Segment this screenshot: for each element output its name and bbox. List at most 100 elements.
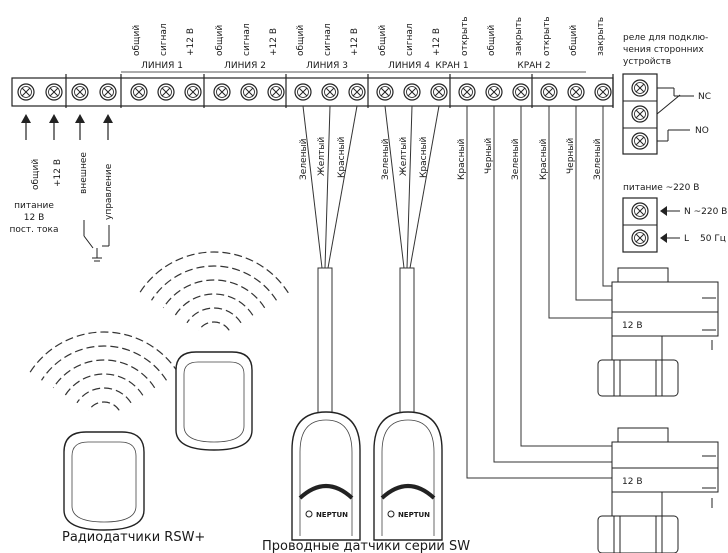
radio-wave bbox=[139, 251, 289, 294]
wire-label: Красный bbox=[457, 138, 467, 180]
group-name-liniya3: ЛИНИЯ 3 bbox=[306, 61, 348, 71]
group-name-liniya1: ЛИНИЯ 1 bbox=[141, 61, 183, 71]
valve-label: 12 В bbox=[622, 321, 643, 331]
terminal-label: закрыть bbox=[514, 17, 524, 56]
terminal-label: закрыть bbox=[596, 17, 606, 56]
radio-wave bbox=[174, 293, 254, 316]
wired-sensor-2: NEPTUN bbox=[373, 267, 443, 541]
radio-wave bbox=[29, 331, 179, 374]
relay-title-line: устройств bbox=[623, 57, 671, 67]
screw-icon bbox=[631, 79, 649, 97]
radio-wave bbox=[64, 373, 144, 396]
terminal-label: общий bbox=[569, 25, 579, 56]
wire-label: Зеленый bbox=[381, 138, 391, 180]
radio-sensors-caption: Радиодатчики RSW+ bbox=[62, 530, 205, 545]
screw-icon bbox=[294, 83, 312, 101]
wire-label: Желтый bbox=[399, 137, 409, 176]
input-label-vneshnee: внешнее bbox=[79, 152, 89, 194]
screw-icon bbox=[45, 83, 63, 101]
radio-wave bbox=[162, 279, 266, 309]
screw-icon bbox=[71, 83, 89, 101]
screw-icon bbox=[213, 83, 231, 101]
power-12v-line: пост. тока bbox=[9, 225, 58, 235]
power-12v-line: питание bbox=[14, 201, 54, 211]
screw-icon bbox=[348, 83, 366, 101]
wired-sensor-1: NEPTUN bbox=[291, 267, 361, 541]
relay-title-line: реле для подклю- bbox=[623, 33, 708, 43]
wire-label: Красный bbox=[539, 138, 549, 180]
power-12v-line: 12 В bbox=[24, 213, 45, 223]
terminal-label: +12 В bbox=[350, 28, 360, 56]
relay-no-label: NO bbox=[695, 126, 709, 136]
terminal-label: сигнал bbox=[242, 23, 252, 56]
arrow-up-icon bbox=[49, 114, 59, 140]
terminal-label: общий bbox=[215, 25, 225, 56]
screw-icon bbox=[631, 229, 649, 247]
valve-kran2: 12 В bbox=[597, 267, 719, 397]
terminal-strip bbox=[11, 71, 614, 108]
arrow-up-icon bbox=[21, 114, 31, 140]
radio-wave bbox=[198, 321, 230, 331]
radio-wave bbox=[88, 401, 120, 411]
radio-wave bbox=[151, 265, 277, 301]
relay-nc-label: NC bbox=[698, 92, 711, 102]
valve-label: 12 В bbox=[622, 477, 643, 487]
screw-icon bbox=[631, 105, 649, 123]
valve-kran1: 12 В bbox=[597, 427, 719, 553]
screw-icon bbox=[376, 83, 394, 101]
arrow-up-icon bbox=[75, 114, 85, 140]
screw-icon bbox=[567, 83, 585, 101]
radio-sensor-2 bbox=[63, 431, 145, 531]
terminal-label: +12 В bbox=[432, 28, 442, 56]
screw-icon bbox=[321, 83, 339, 101]
screw-icon bbox=[157, 83, 175, 101]
power-220-block: питание ~220 В N ~220 В L 50 Гц bbox=[622, 183, 727, 253]
wire-label: Черный bbox=[484, 138, 494, 174]
wire-label: Красный bbox=[337, 136, 347, 178]
screw-icon bbox=[430, 83, 448, 101]
group-name-liniya4: ЛИНИЯ 4 bbox=[388, 61, 430, 71]
screw-icon bbox=[540, 83, 558, 101]
terminal-label: сигнал bbox=[405, 23, 415, 56]
sensor-brand: NEPTUN bbox=[316, 511, 348, 519]
wires bbox=[302, 105, 612, 479]
wire-labels: Зеленый Желтый Красный Зеленый Желтый Кр… bbox=[299, 136, 603, 180]
terminal-label: +12 В bbox=[186, 28, 196, 56]
wired-sensors-caption: Проводные датчики серии SW bbox=[262, 539, 470, 553]
relay-title-line: чения сторонних bbox=[623, 45, 704, 55]
wire-label: Зеленый bbox=[511, 138, 521, 180]
terminal-label: сигнал bbox=[159, 23, 169, 56]
wire-label: Красный bbox=[419, 136, 429, 178]
input-label-plus12: +12 В bbox=[53, 159, 63, 187]
screw-icon bbox=[512, 83, 530, 101]
group-name-kran1: КРАН 1 bbox=[435, 61, 468, 71]
relay-block: реле для подклю- чения сторонних устройс… bbox=[622, 33, 711, 155]
terminal-label: открыть bbox=[460, 16, 470, 56]
group-names: ЛИНИЯ 1 ЛИНИЯ 2 ЛИНИЯ 3 ЛИНИЯ 4 КРАН 1 К… bbox=[141, 61, 551, 71]
radio-sensors bbox=[29, 251, 289, 531]
power-220-title: питание ~220 В bbox=[623, 183, 699, 193]
group-name-liniya2: ЛИНИЯ 2 bbox=[224, 61, 266, 71]
wire-label: Зеленый bbox=[593, 138, 603, 180]
external-switch-icon bbox=[83, 220, 110, 262]
input-arrows: общий +12 В внешнее управление питание 1… bbox=[9, 114, 114, 262]
power-l-label: L bbox=[684, 234, 689, 244]
power-hz-label: 50 Гц bbox=[700, 234, 726, 244]
radio-wave bbox=[41, 345, 167, 381]
screw-icon bbox=[631, 202, 649, 220]
screw-icon bbox=[130, 83, 148, 101]
screw-icon bbox=[403, 83, 421, 101]
terminal-label: общий bbox=[378, 25, 388, 56]
terminal-label: открыть bbox=[542, 16, 552, 56]
radio-wave bbox=[186, 307, 242, 324]
terminal-label: сигнал bbox=[323, 23, 333, 56]
screw-icon bbox=[631, 132, 649, 150]
wire-label: Черный bbox=[566, 138, 576, 174]
power-n-label: N ~220 В bbox=[684, 207, 727, 217]
radio-sensor-1 bbox=[175, 351, 253, 451]
input-label-upravlenie: управление bbox=[104, 163, 114, 220]
screw-icon bbox=[458, 83, 476, 101]
input-label-obshiy: общий bbox=[31, 159, 41, 190]
terminal-label: общий bbox=[132, 25, 142, 56]
